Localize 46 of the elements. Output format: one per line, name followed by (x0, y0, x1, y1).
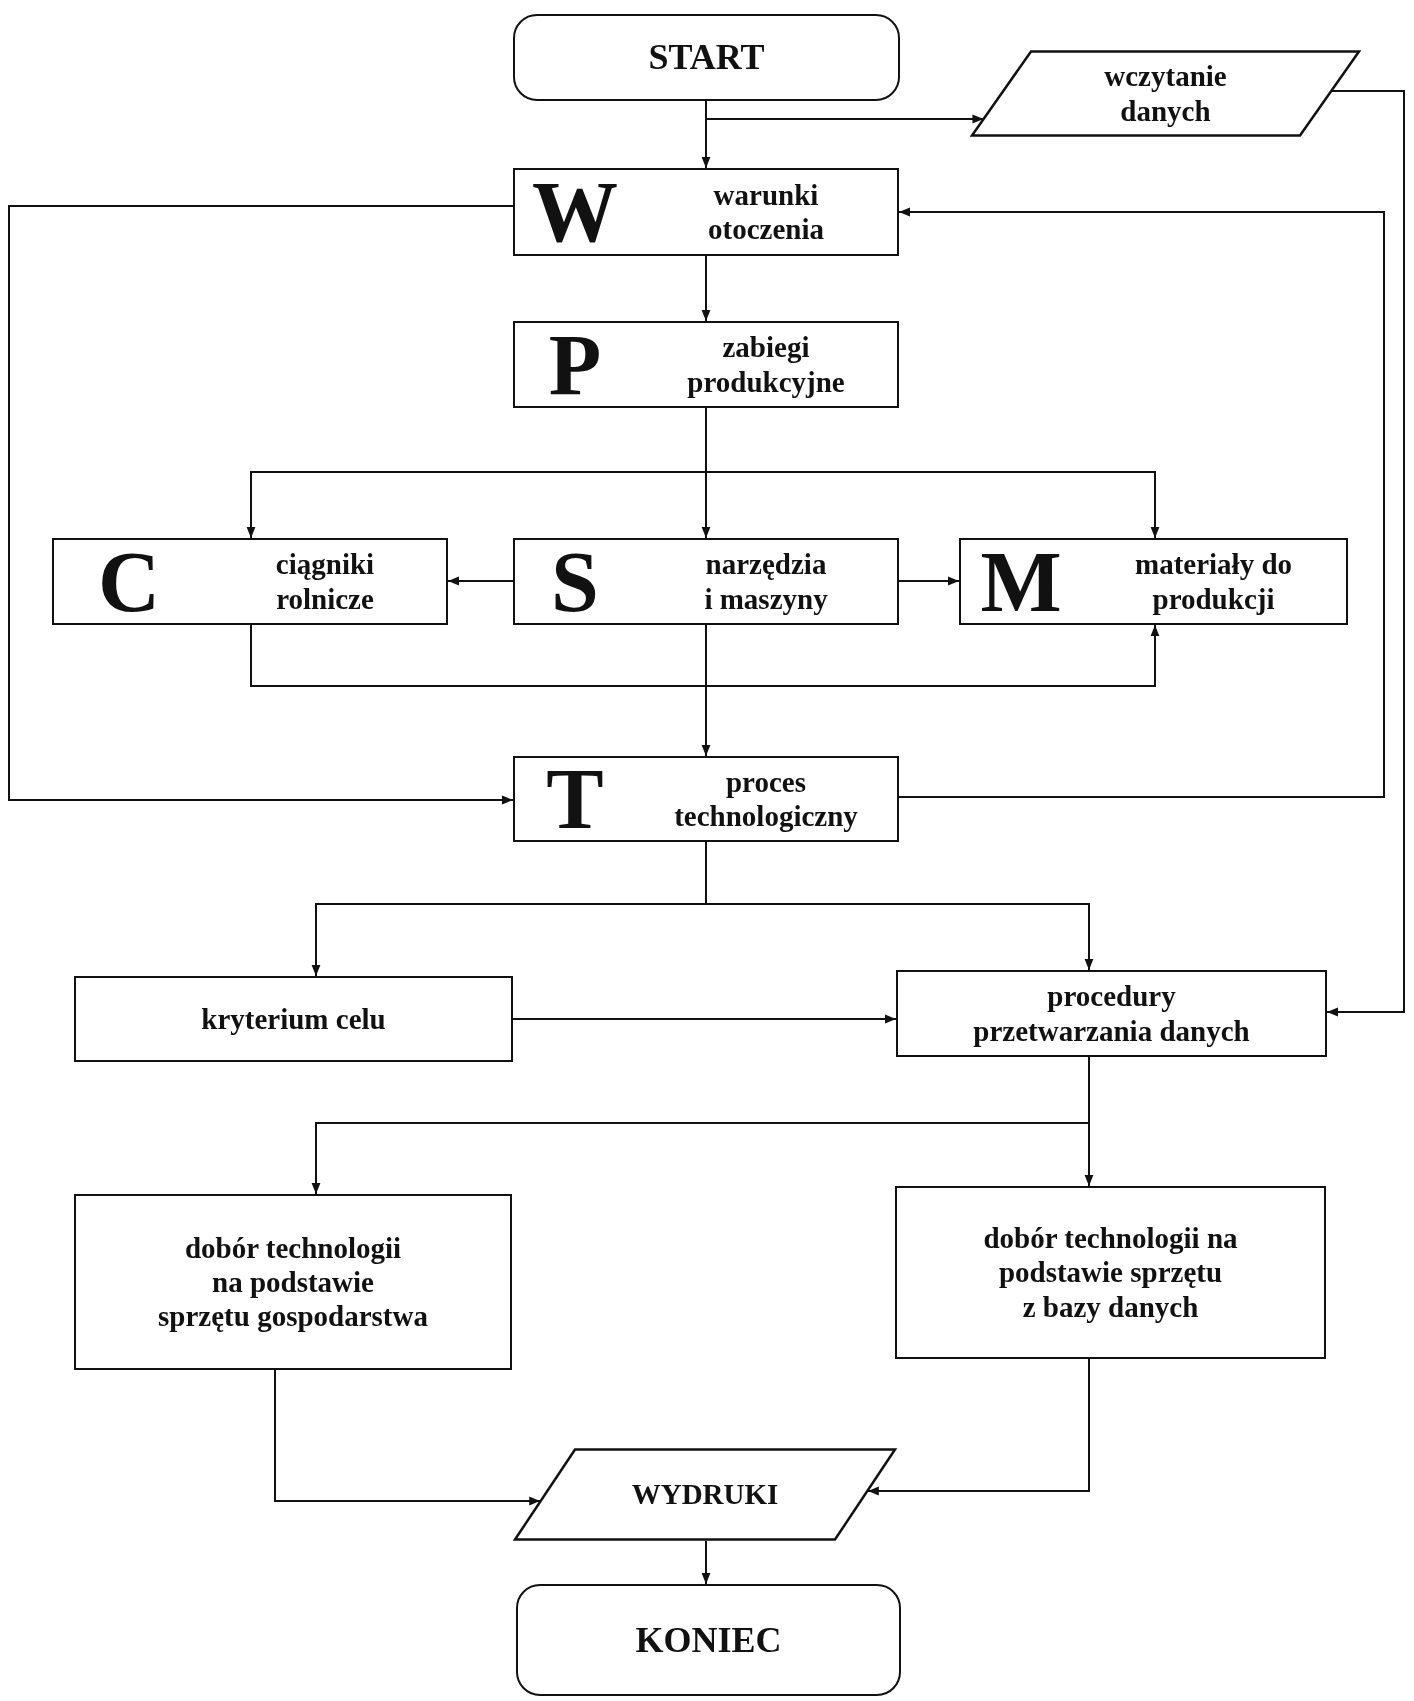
process-box (959, 538, 1348, 625)
arrow (447, 576, 514, 586)
process-box (513, 168, 899, 256)
arrow (250, 624, 1160, 687)
arrow (898, 207, 1385, 798)
node-label: zabiegi produkcyjne (686, 330, 846, 399)
letter-label: P (547, 321, 603, 408)
process-box (513, 756, 899, 842)
node-label: materiały do produkcji (1133, 547, 1294, 616)
letter-label: W (531, 169, 619, 255)
node-label: proces technologiczny (673, 764, 859, 834)
process-box (74, 1194, 512, 1370)
arrow (1326, 90, 1405, 1017)
process-box (52, 538, 448, 625)
node-label: KONIEC (635, 1618, 782, 1662)
node-label: WYDRUKI (631, 1477, 779, 1512)
process-box (513, 321, 899, 408)
node-label: warunki otoczenia (707, 177, 825, 247)
arrow (701, 255, 711, 322)
letter-label: M (979, 538, 1063, 625)
process-box (895, 1186, 1326, 1359)
data-parallelogram (971, 50, 1360, 137)
data-parallelogram (514, 1448, 896, 1541)
node-label: START (648, 36, 765, 79)
process-box (513, 538, 899, 625)
arrow (701, 1540, 711, 1585)
process-box (896, 970, 1327, 1057)
process-box (74, 976, 513, 1062)
letter-label: S (550, 538, 600, 625)
node-label: dobór technologii na podstawie sprzętu gospodarstwa (157, 1230, 429, 1334)
node-label: procedury przetwarzania danych (972, 979, 1251, 1048)
letter-label: T (545, 756, 605, 842)
arrow (701, 624, 711, 757)
arrow (274, 1369, 542, 1506)
terminal-box (513, 14, 900, 101)
node-label: dobór technologii na podstawie sprzętu z bazy danych (982, 1221, 1239, 1324)
arrow (898, 576, 960, 586)
arrow (8, 205, 514, 805)
node-label: ciągniki rolnicze (274, 547, 376, 616)
arrow (1084, 1056, 1094, 1187)
terminal-box (516, 1584, 901, 1696)
node-label: wczytanie danych (1103, 59, 1228, 128)
letter-label: C (96, 538, 162, 625)
node-label: narzędzia i maszyny (703, 547, 829, 616)
arrow (512, 1014, 897, 1024)
node-label: kryterium celu (201, 1001, 386, 1037)
